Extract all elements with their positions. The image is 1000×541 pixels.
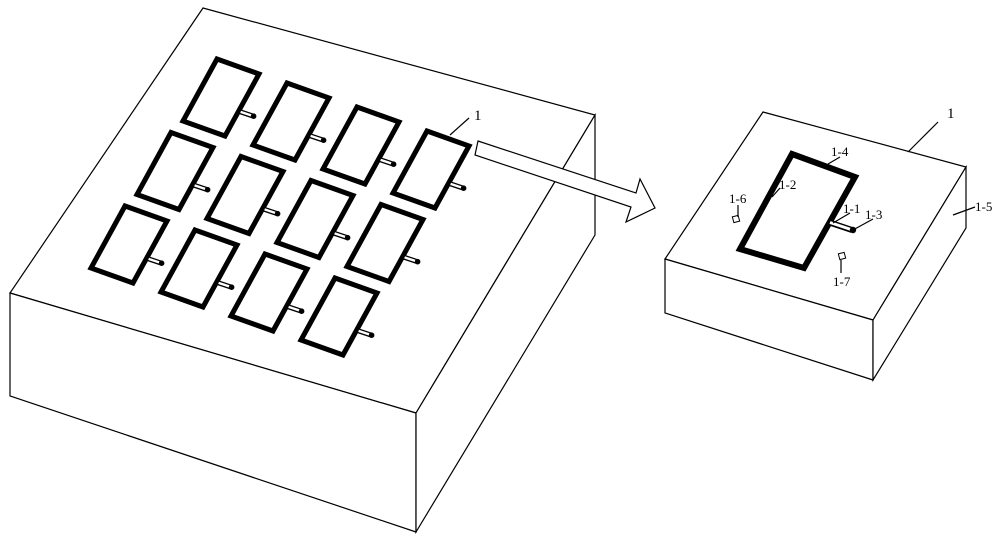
coil-label: 1-4 <box>831 144 849 159</box>
connector-label: 1-1 <box>843 201 860 216</box>
array-terminal-dot <box>345 235 351 241</box>
marker-left-label: 1-6 <box>729 191 747 206</box>
array-terminal-dot <box>205 187 211 193</box>
array-terminal-dot <box>299 308 305 314</box>
marker-right-label: 1-7 <box>833 274 851 289</box>
marker-right <box>838 252 845 259</box>
array-label: 1 <box>474 108 482 124</box>
substrate-label: 1-5 <box>975 199 992 214</box>
array-terminal-dot <box>415 259 421 265</box>
array-terminal-dot <box>251 113 257 119</box>
inner-edge-label: 1-2 <box>779 177 796 192</box>
terminal-label: 1-3 <box>865 207 882 222</box>
unit-label-leader <box>908 122 938 152</box>
array-terminal-dot <box>461 185 467 191</box>
array-terminal-dot <box>275 211 281 217</box>
array-terminal-dot <box>229 284 235 290</box>
array-terminal-dot <box>391 161 397 167</box>
array-terminal-dot <box>321 137 327 143</box>
unit-label: 1 <box>947 106 955 122</box>
array-terminal-dot <box>159 260 165 266</box>
array-terminal-dot <box>369 332 375 338</box>
